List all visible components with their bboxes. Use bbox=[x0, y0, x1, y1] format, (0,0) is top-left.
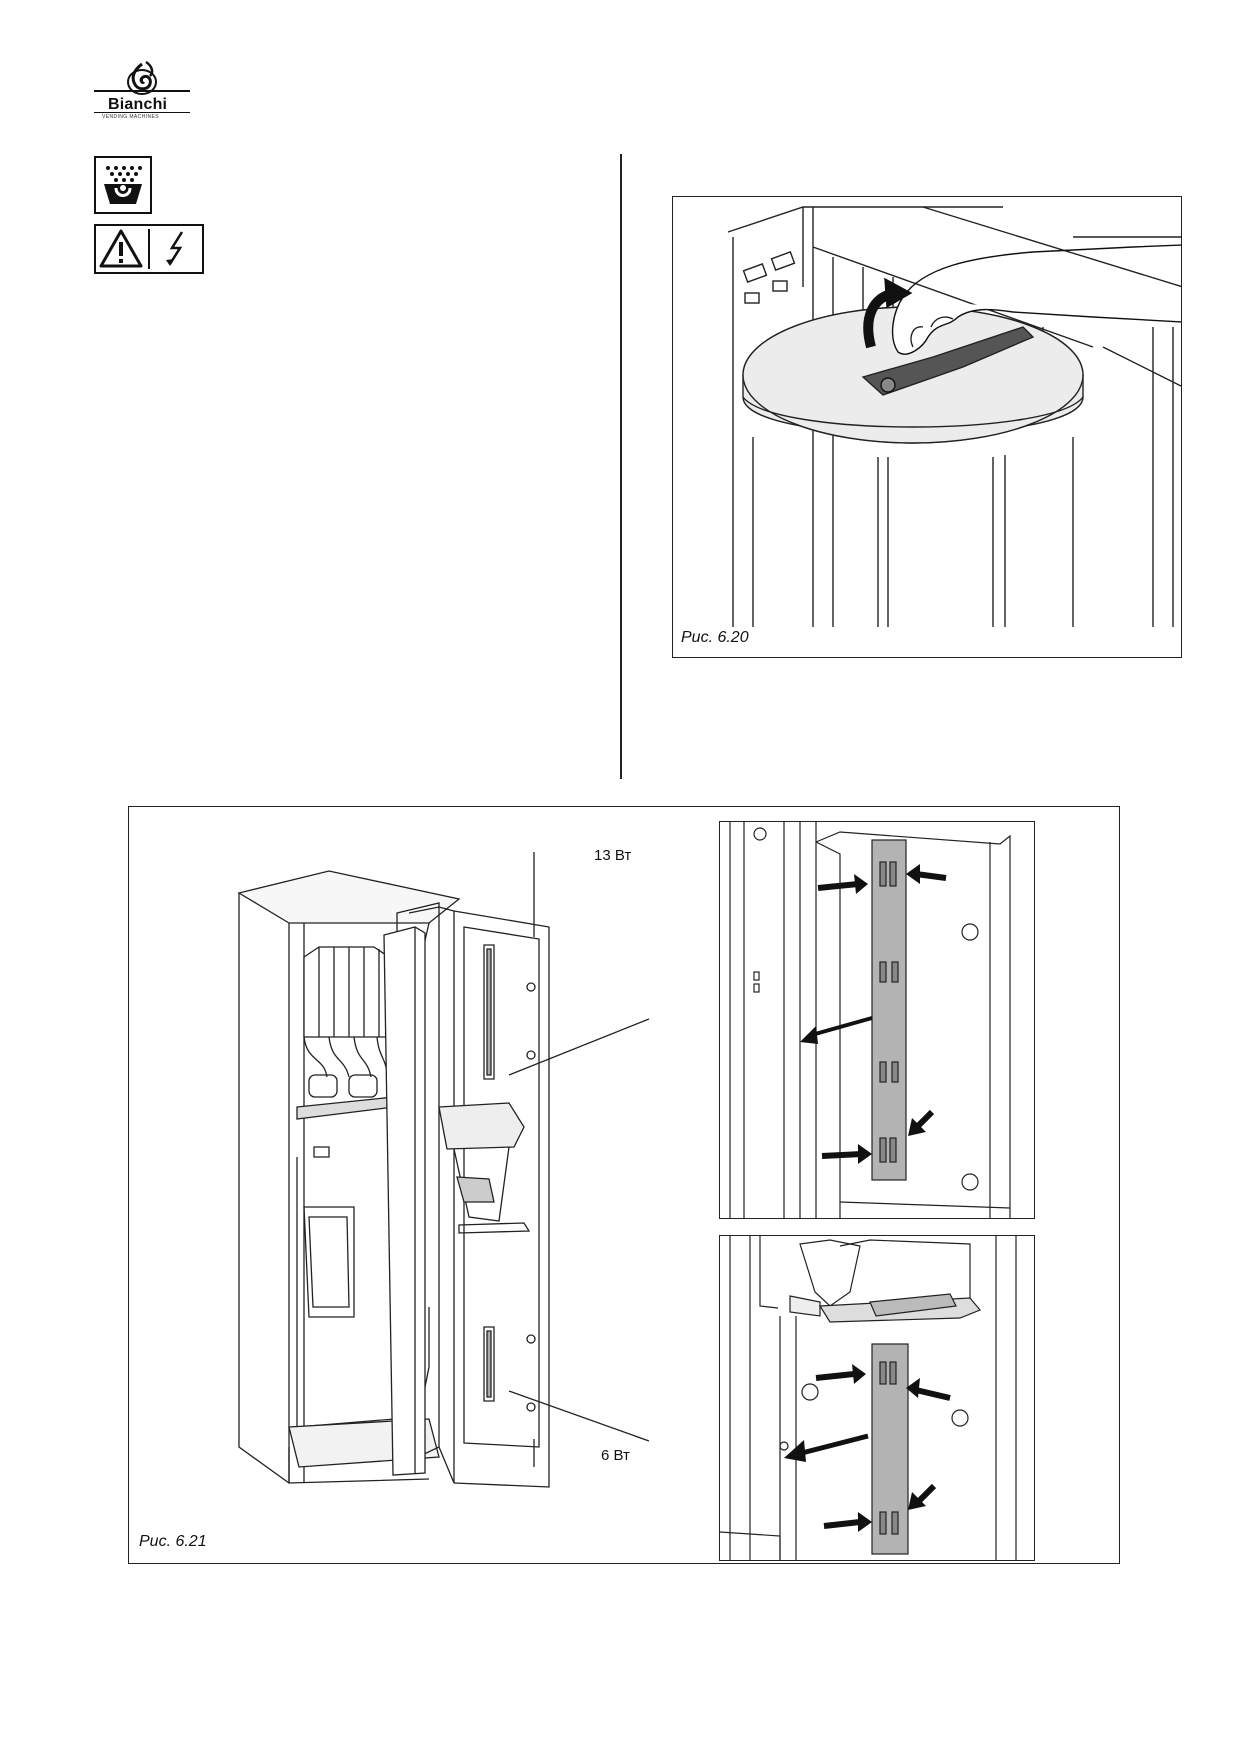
flame-icon bbox=[127, 60, 157, 95]
warning-triangle-icon bbox=[99, 229, 143, 268]
lamp-6w-label: 6 Вт bbox=[601, 1447, 630, 1464]
figure-6-20: Рис. 6.20 bbox=[672, 196, 1182, 658]
warning-box bbox=[94, 224, 204, 274]
figure-6-21: 13 Вт 6 Вт bbox=[128, 806, 1120, 1564]
inset-lower-lamp bbox=[719, 1235, 1035, 1561]
inset-upper-lamp bbox=[719, 821, 1035, 1219]
vending-machine-illustration bbox=[237, 852, 650, 1488]
lamp-13w-label: 13 Вт bbox=[594, 847, 632, 864]
brand-subtitle: VENDING MACHINES bbox=[102, 114, 159, 120]
figure-6-20-caption: Рис. 6.20 bbox=[681, 629, 749, 646]
cleaning-icon bbox=[94, 156, 152, 214]
figure-6-21-caption: Рис. 6.21 bbox=[139, 1533, 207, 1550]
lamp-removal-illustration bbox=[727, 206, 1181, 627]
bianchi-logo: Bianchi VENDING MACHINES bbox=[94, 60, 190, 124]
electric-hazard-icon bbox=[166, 231, 184, 266]
column-divider bbox=[620, 154, 622, 779]
brand-name: Bianchi bbox=[108, 96, 168, 113]
